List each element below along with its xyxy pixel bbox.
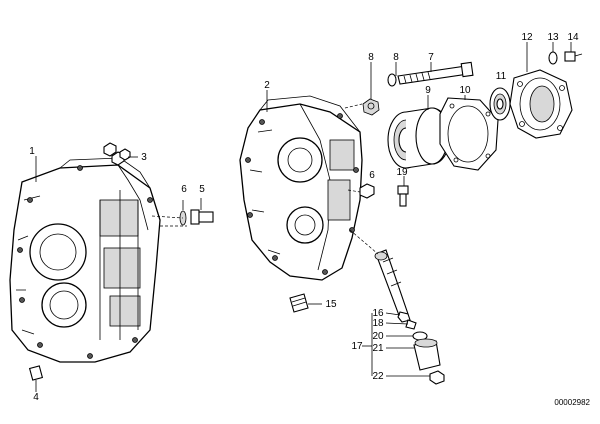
callout-8a: 8 — [368, 52, 374, 63]
callout-12: 12 — [521, 32, 533, 43]
callout-3: 3 — [141, 152, 147, 163]
screw-plug-15 — [289, 293, 322, 313]
washer-13 — [548, 42, 558, 65]
callout-16: 16 — [372, 308, 384, 319]
transmission-housing-front — [9, 157, 161, 363]
callout-19: 19 — [396, 167, 408, 178]
ball-bearing-9 — [387, 95, 451, 169]
callout-22: 22 — [372, 371, 384, 382]
gasket-10 — [439, 95, 499, 171]
callout-13: 13 — [547, 32, 559, 43]
bearing-cover-12 — [509, 42, 573, 139]
washer-6 — [179, 200, 187, 226]
callout-21: 21 — [372, 343, 384, 354]
stud-bolt-7 — [397, 61, 474, 85]
small-parts-16-22 — [362, 311, 445, 385]
bolt-18 — [397, 176, 409, 207]
callout-8b: 8 — [393, 52, 399, 63]
callout-6b: 6 — [369, 170, 375, 181]
screw-plug-5 — [190, 198, 214, 225]
bolt-14 — [564, 42, 583, 62]
callout-6a: 6 — [181, 184, 187, 195]
callout-17: 17 — [351, 341, 363, 352]
callout-18: 18 — [372, 318, 384, 329]
callout-2: 2 — [264, 80, 270, 91]
callout-5: 5 — [199, 184, 205, 195]
nut-8 — [362, 62, 380, 116]
callout-20: 20 — [372, 331, 384, 342]
drawing-number: 00002982 — [554, 398, 590, 407]
transmission-housing-rear — [239, 95, 363, 281]
bolt-nut-cluster-3 — [103, 142, 138, 166]
callout-9: 9 — [425, 85, 431, 96]
callout-1: 1 — [29, 146, 35, 157]
callout-7: 7 — [428, 52, 434, 63]
shaft-seal-11 — [489, 87, 511, 121]
bolt-6-center — [347, 183, 375, 199]
callout-4: 4 — [33, 392, 39, 403]
callout-10: 10 — [459, 85, 471, 96]
callout-15: 15 — [325, 299, 337, 310]
callout-14: 14 — [567, 32, 579, 43]
callout-11: 11 — [496, 71, 507, 82]
sleeve-4 — [28, 365, 44, 392]
washer-8 — [387, 62, 397, 87]
selector-shaft — [349, 229, 409, 319]
